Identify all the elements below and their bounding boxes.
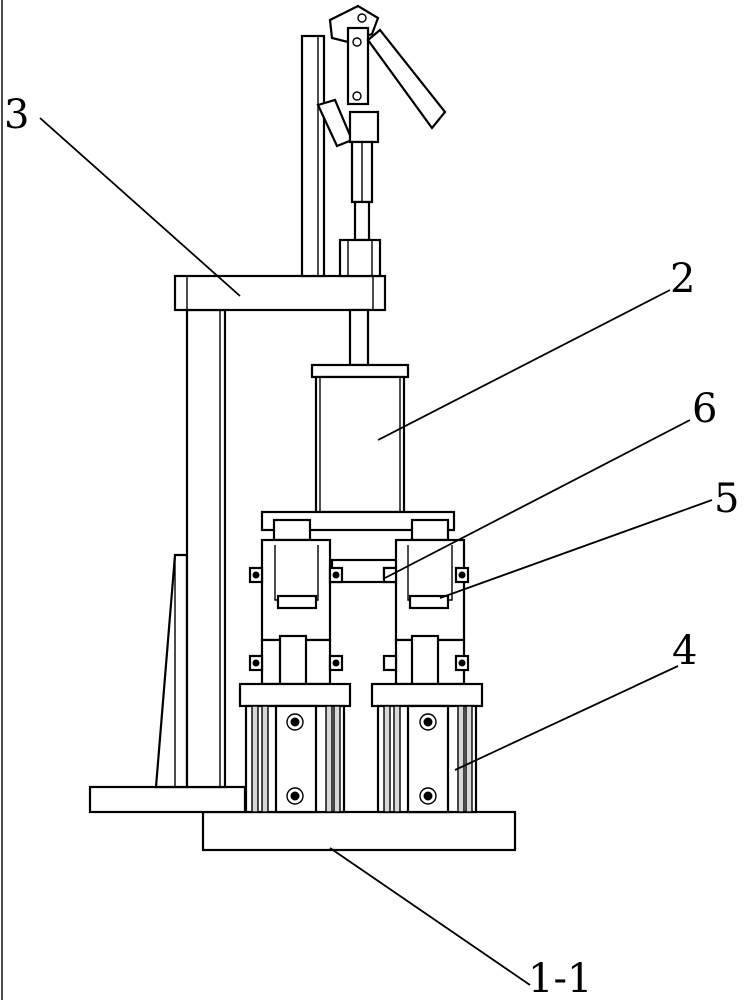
callout-cylinder: 2: [670, 256, 695, 302]
leader-line-base-plate: [329, 847, 531, 986]
foot-plate: [88, 785, 247, 814]
guide-cylinder-left: [238, 682, 352, 814]
leader-line-connector: [384, 419, 691, 579]
callout-guide-cylinder: 4: [672, 628, 697, 674]
leader-line-guide-cylinder: [454, 665, 679, 771]
clamp-assembly: [248, 510, 470, 686]
callout-connector: 6: [692, 386, 717, 432]
toggle-lever-assembly: [300, 4, 447, 278]
base-plate: [88, 785, 517, 852]
callout-clamp: 5: [714, 476, 739, 522]
callout-frame: 3: [4, 92, 29, 138]
callout-base-plate: 1-1: [528, 956, 592, 1000]
cylinder: [310, 363, 410, 514]
leader-line-cylinder: [377, 289, 671, 441]
frame-column: [185, 308, 227, 789]
guide-cylinder-right: [370, 682, 484, 814]
leader-line-clamp: [439, 499, 713, 599]
leader-line-frame: [39, 117, 241, 297]
frame: [173, 274, 387, 789]
top-beam: [173, 274, 387, 312]
side-gusset: [154, 553, 189, 789]
